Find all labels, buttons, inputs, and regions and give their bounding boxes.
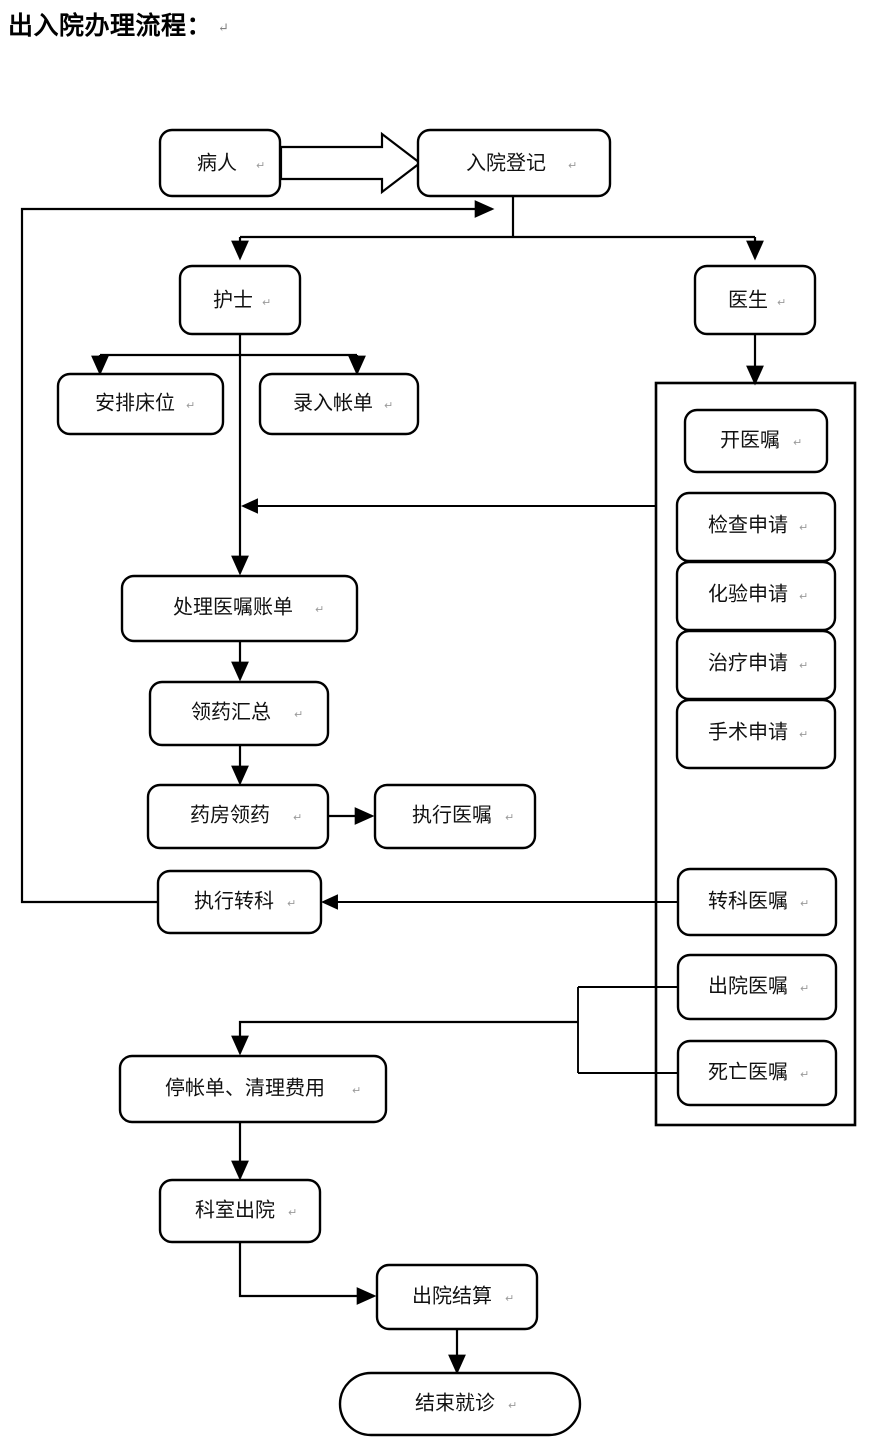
node-end-visit[interactable]: 结束就诊 ↵ [338,1371,582,1437]
node-admission[interactable]: 入院登记 ↵ [416,128,612,198]
node-drug-summary-label: 领药汇总 [191,700,271,724]
node-surgery-request-cr: ↵ [799,728,808,741]
node-dept-discharge[interactable]: 科室出院 ↵ [158,1178,322,1244]
node-arrange-bed-label: 安排床位 [95,391,175,415]
node-drug-summary-shape [148,680,330,747]
node-treat-request-cr: ↵ [799,659,808,672]
node-stop-bill-clear-fee-cr: ↵ [352,1084,361,1097]
node-open-order[interactable]: 开医嘱 ↵ [683,408,829,474]
node-patient-cr: ↵ [256,159,265,172]
node-death-order-label: 死亡医嘱 [708,1060,788,1084]
node-execute-order-label: 执行医嘱 [412,803,492,827]
node-lab-request-cr: ↵ [799,590,808,603]
block-arrow-patient-to-admission [279,131,422,195]
node-surgery-request[interactable]: 手术申请 ↵ [675,698,837,770]
node-pharmacy-pickup[interactable]: 药房领药 ↵ [146,783,330,850]
node-stop-bill-clear-fee[interactable]: 停帐单、清理费用 ↵ [118,1054,388,1124]
node-enter-bill-shape [258,372,420,436]
node-exam-request[interactable]: 检查申请 ↵ [675,491,837,563]
node-process-order-bill-cr: ↵ [315,603,324,616]
node-arrange-bed-shape [56,372,225,436]
node-transfer-order[interactable]: 转科医嘱 ↵ [676,867,838,937]
node-lab-request-label: 化验申请 [708,582,788,606]
node-discharge-order-cr: ↵ [800,982,809,995]
node-admission-label: 入院登记 [466,151,546,175]
node-nurse[interactable]: 护士 ↵ [178,264,302,336]
node-open-order-cr: ↵ [793,436,802,449]
node-open-order-shape [683,408,829,474]
node-execute-order-shape [373,783,537,850]
node-stop-bill-clear-fee-shape [118,1054,388,1124]
node-execute-order-cr: ↵ [505,811,514,824]
node-treat-request-label: 治疗申请 [708,651,788,675]
node-exam-request-cr: ↵ [799,521,808,534]
node-discharge-order-label: 出院医嘱 [708,974,788,998]
node-discharge-settle-cr: ↵ [505,1292,514,1305]
node-execute-transfer-shape [156,869,323,935]
node-nurse-label: 护士 [213,288,253,312]
node-pharmacy-pickup-cr: ↵ [293,811,302,824]
node-death-order-cr: ↵ [800,1068,809,1081]
node-doctor-cr: ↵ [777,296,786,309]
node-transfer-order-cr: ↵ [800,897,809,910]
node-discharge-order-shape [676,953,838,1021]
node-patient[interactable]: 病人 ↵ [158,128,282,198]
node-open-order-label: 开医嘱 [720,428,780,452]
node-end-visit-cr: ↵ [508,1399,517,1412]
node-transfer-order-label: 转科医嘱 [708,889,788,913]
node-transfer-order-shape [676,867,838,937]
node-discharge-order[interactable]: 出院医嘱 ↵ [676,953,838,1021]
node-admission-shape [416,128,612,198]
node-nurse-cr: ↵ [262,296,271,309]
node-discharge-settle[interactable]: 出院结算 ↵ [375,1263,539,1331]
node-execute-order[interactable]: 执行医嘱 ↵ [373,783,537,850]
node-end-visit-shape [338,1371,582,1437]
node-patient-shape [158,128,282,198]
node-stop-bill-clear-fee-label: 停帐单、清理费用 [165,1076,325,1100]
node-process-order-bill-label: 处理医嘱账单 [173,595,293,619]
node-process-order-bill-shape [120,574,359,643]
node-exam-request-label: 检查申请 [708,513,788,537]
node-nurse-shape [178,264,302,336]
paragraph-mark: ↵ [218,21,230,36]
page-title: 出入院办理流程： ↵ [8,6,229,42]
edge-execute-transfer-to-admission [20,200,495,904]
node-death-order-shape [676,1039,838,1107]
node-doctor-shape [693,264,817,336]
node-discharge-settle-shape [375,1263,539,1331]
node-dept-discharge-shape [158,1178,322,1244]
doctor-orders-group [654,381,857,1127]
node-drug-summary-cr: ↵ [294,708,303,721]
node-dept-discharge-label: 科室出院 [195,1198,275,1222]
edge-dept-discharge-to-settle [238,1242,377,1305]
node-enter-bill[interactable]: 录入帐单 ↵ [258,372,420,436]
node-lab-request[interactable]: 化验申请 ↵ [675,560,837,632]
node-arrange-bed[interactable]: 安排床位 ↵ [56,372,225,436]
node-execute-transfer-cr: ↵ [287,897,296,910]
node-drug-summary[interactable]: 领药汇总 ↵ [148,680,330,747]
node-pharmacy-pickup-label: 药房领药 [190,803,270,827]
node-death-order[interactable]: 死亡医嘱 ↵ [676,1039,838,1107]
node-dept-discharge-cr: ↵ [288,1206,297,1219]
node-surgery-request-shape [675,698,837,770]
node-enter-bill-label: 录入帐单 [293,391,373,415]
node-patient-label: 病人 [197,151,237,175]
node-process-order-bill[interactable]: 处理医嘱账单 ↵ [120,574,359,643]
node-end-visit-label: 结束就诊 [415,1391,495,1415]
node-doctor[interactable]: 医生 ↵ [693,264,817,336]
page-title-text: 出入院办理流程： [8,11,213,40]
node-doctor-label: 医生 [728,288,768,312]
node-treat-request[interactable]: 治疗申请 ↵ [675,629,837,701]
node-execute-transfer-label: 执行转科 [194,889,274,913]
node-pharmacy-pickup-shape [146,783,330,850]
node-arrange-bed-cr: ↵ [186,399,195,412]
node-execute-transfer[interactable]: 执行转科 ↵ [156,869,323,935]
edge-junction-to-stop-bill [231,1020,578,1056]
node-admission-cr: ↵ [568,159,577,172]
node-surgery-request-label: 手术申请 [708,720,788,744]
node-discharge-settle-label: 出院结算 [412,1284,492,1308]
node-enter-bill-cr: ↵ [384,399,393,412]
